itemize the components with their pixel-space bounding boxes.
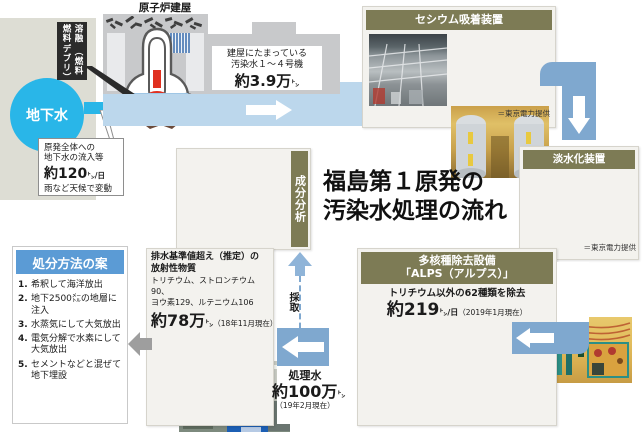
accumulated-water-amount: 約3.9万 [234, 72, 292, 91]
cesium-photo-vessels [451, 106, 549, 178]
treated-water-text: 処理水 約100万㌧ （19年2月現在） [272, 369, 345, 411]
flow-band-cesium-to-desal-top [540, 62, 586, 86]
cesium-credit: ＝東京電力提供 [497, 109, 551, 118]
disposal-list-item: 4.電気分解で水素にして大気放出 [18, 334, 122, 357]
inflow-note: 雨など天候で変動 [44, 183, 113, 194]
alps-desc: トリチウム以外の62種類を除去 [388, 288, 526, 299]
accumulated-water-line2: 汚染水１～４号機 [230, 59, 303, 70]
analysis-up-arrow [288, 252, 312, 276]
page-title: 福島第１原発の 汚染水処理の流れ [323, 168, 523, 226]
disposal-list-item: 3.水蒸気にして大気放出 [18, 320, 122, 331]
building-floor-right [186, 33, 204, 91]
building-floor-left [107, 33, 125, 91]
treated-water-amount: 約100万 [272, 381, 338, 401]
alps-title-line1: 多核種除去設備 [418, 254, 496, 268]
disposal-item-text: 地下2500㍍の地層に注入 [31, 294, 117, 316]
radioactive-note: （18年11月現在） [213, 318, 278, 328]
disposal-list-item: 1.希釈して海洋放出 [18, 280, 122, 291]
cesium-panel-title: セシウム吸着装置 [366, 10, 552, 30]
disposal-item-text: 水蒸気にして大気放出 [31, 319, 121, 330]
radioactive-substances-1: トリチウム、ストロンチウム90、 [151, 276, 255, 297]
radioactive-amount: 約78万 [151, 310, 206, 330]
radioactive-unit: ㌧ [205, 318, 214, 328]
disposal-item-text: 希釈して海洋放出 [31, 280, 103, 290]
alps-amount: 約219 [386, 300, 440, 321]
disposal-card [12, 246, 128, 424]
water-channel-main [103, 94, 355, 126]
treated-water-label: 処理水 [288, 369, 322, 382]
inflow-callout-box: 原発全体への 地下水の流入等 約120㌧/日 雨など天候で変動 [38, 138, 124, 196]
radioactive-card [146, 248, 274, 426]
analysis-label-bar: 成分分析 [291, 151, 308, 247]
inflow-line1: 原発全体への [44, 143, 96, 153]
sampling-dashed-line [299, 276, 301, 338]
disposal-list-item: 2.地下2500㍍の地層に注入 [18, 294, 122, 317]
disposal-item-number: 3. [18, 319, 28, 330]
alps-unit: ㌧/日 [439, 308, 459, 318]
turbine-building-step [252, 22, 296, 36]
alps-title: 多核種除去設備 「ALPS（アルプス）」 [361, 252, 553, 284]
radioactive-text: 排水基準値超え（推定）の 放射性物質 トリチウム、ストロンチウム90、 ヨウ素1… [151, 252, 277, 331]
analysis-vertical-label: 成分分析 [293, 175, 307, 223]
alps-inflow-arrow [516, 328, 554, 348]
alps-title-line2: 「ALPS（アルプス）」 [400, 267, 514, 280]
sampling-label: 採取 [287, 292, 298, 312]
disposal-inflow-arrow [128, 332, 152, 356]
radioactive-heading-2: 放射性物質 [151, 263, 197, 274]
accumulated-water-line1: 建屋にたまっている [227, 49, 307, 59]
accumulated-water-box: 建屋にたまっている 汚染水１～４号機 約3.9万㌧ [212, 46, 322, 90]
disposal-item-text: セメントなどと混ぜて地下埋設 [31, 359, 122, 381]
disposal-heading: 処分方法の案 [16, 250, 124, 274]
radioactive-substances-2: ヨウ素129、ルテニウム106 [151, 297, 254, 307]
desal-to-alps-cover [557, 262, 589, 322]
analysis-photo-frame [176, 148, 311, 250]
disposal-item-number: 5. [18, 359, 28, 370]
fuel-debris-line1: 溶融燃料 [61, 24, 83, 44]
terrain-slope-top [0, 18, 60, 48]
disposal-item-text: 電気分解で水素にして大気放出 [31, 334, 121, 356]
disposal-item-number: 1. [18, 280, 28, 290]
desalination-credit: ＝東京電力提供 [583, 243, 637, 252]
treated-water-note: （19年2月現在） [275, 400, 335, 410]
roof-rubble [104, 16, 207, 30]
radioactive-heading-1: 排水基準値超え（推定）の [151, 252, 260, 262]
treated-water-unit: ㌧ [337, 389, 346, 399]
desalination-panel-title: 淡水化装置 [523, 150, 635, 169]
flow-arrow-to-cesium [246, 100, 292, 120]
treated-water-left-arrow [282, 336, 324, 358]
fuel-debris-line2: （燃料デブリ） [61, 44, 83, 83]
inflow-amount: 約120 [44, 166, 88, 183]
disposal-item-number: 2. [18, 294, 28, 305]
disposal-item-number: 4. [18, 334, 28, 344]
alps-note: （2019年1月現在） [458, 308, 528, 318]
accumulated-water-unit: ㌧ [291, 79, 300, 89]
alps-desc-block: トリチウム以外の62種類を除去 約219㌧/日（2019年1月現在） [361, 288, 553, 320]
inflow-line2: 地下水の流入等 [44, 153, 104, 164]
disposal-list-item: 5.セメントなどと混ぜて地下埋設 [18, 360, 122, 383]
fuel-debris-callout: 溶融燃料 （燃料デブリ） [57, 22, 87, 83]
page-title-line2: 汚染水処理の流れ [323, 197, 507, 224]
groundwater-label: 地下水 [26, 108, 68, 124]
page-title-line1: 福島第１原発の [323, 169, 484, 195]
flow-arrow-down-desal [568, 96, 590, 134]
cesium-photo-interior [369, 34, 447, 106]
reactor-building-label: 原子炉建屋 [138, 2, 192, 14]
inflow-unit: ㌧/日 [87, 171, 105, 181]
